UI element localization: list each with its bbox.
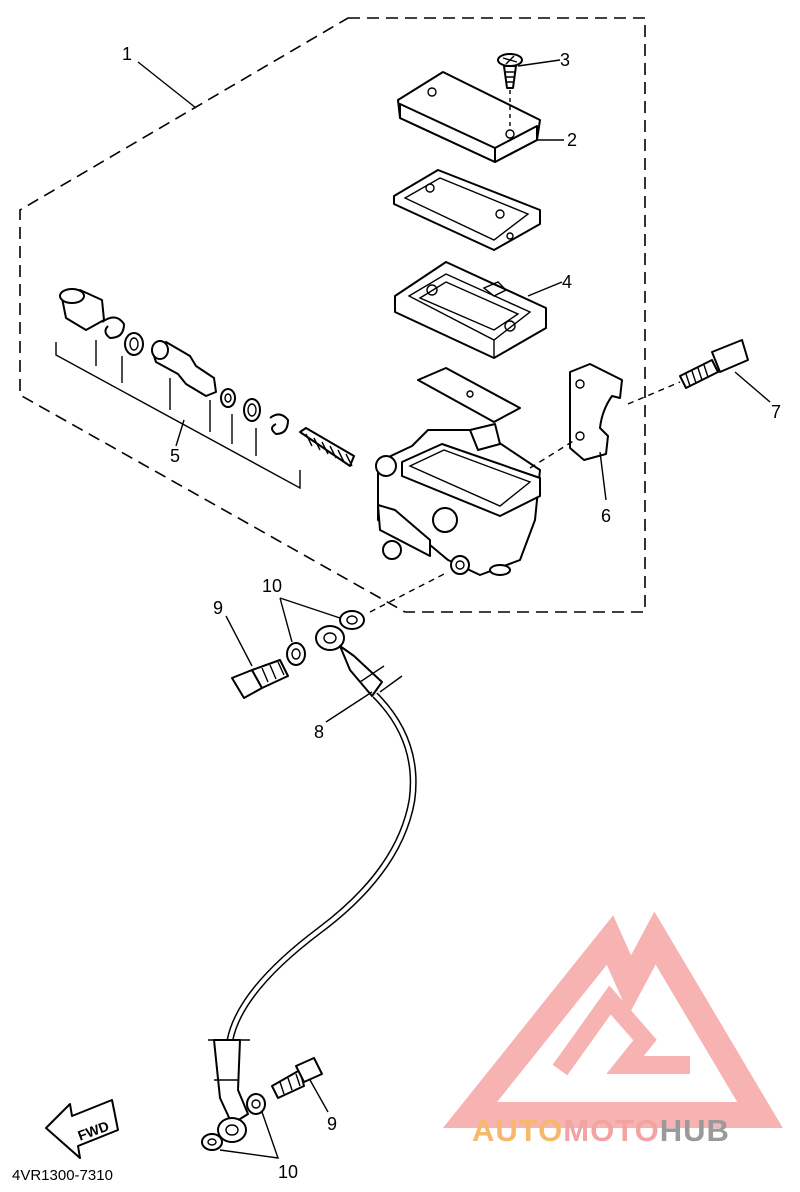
watermark-text: AUTOMOTOHUB xyxy=(472,1113,730,1148)
piston-kit xyxy=(59,288,355,467)
diaphragm xyxy=(394,261,547,359)
callout-10-upper: 10 xyxy=(262,576,282,596)
callout-1: 1 xyxy=(122,44,132,64)
diagram-code: 4VR1300-7310 xyxy=(12,1167,113,1184)
watermark-part-auto: AUTO xyxy=(472,1113,563,1148)
callout-2: 2 xyxy=(567,130,577,150)
master-cylinder-body xyxy=(375,423,541,576)
cap-screw xyxy=(497,53,523,130)
diaphragm-gasket xyxy=(393,169,541,251)
callout-5: 5 xyxy=(170,446,180,466)
callout-7: 7 xyxy=(771,402,781,422)
watermark-part-hub: HUB xyxy=(660,1113,730,1148)
reservoir-cap xyxy=(397,71,541,163)
callout-4: 4 xyxy=(562,272,572,292)
callout-9-upper: 9 xyxy=(213,598,223,618)
callout-4-leader xyxy=(527,281,563,297)
brake-hose xyxy=(208,691,417,1125)
callout-8: 8 xyxy=(314,722,324,742)
callout-10-lower: 10 xyxy=(278,1162,298,1182)
assembly-boundary xyxy=(19,17,646,613)
callout-1-leader xyxy=(137,61,197,109)
fwd-arrow: FWD xyxy=(45,1099,119,1159)
handlebar-holder xyxy=(529,363,623,469)
callout-3-leader xyxy=(517,59,561,67)
callout-5-leaders xyxy=(55,340,301,490)
watermark-logo xyxy=(442,911,783,1128)
upper-banjo-connection xyxy=(225,571,449,699)
float-plate xyxy=(417,367,521,423)
holder-bolt xyxy=(627,339,749,405)
callout-7-leader xyxy=(734,371,771,403)
watermark-part-moto: MOTO xyxy=(563,1113,659,1148)
callout-3: 3 xyxy=(560,50,570,70)
callout-9-lower: 9 xyxy=(327,1114,337,1134)
lower-banjo-connection xyxy=(201,1057,329,1159)
callout-6-leader xyxy=(599,451,607,501)
callout-6: 6 xyxy=(601,506,611,526)
